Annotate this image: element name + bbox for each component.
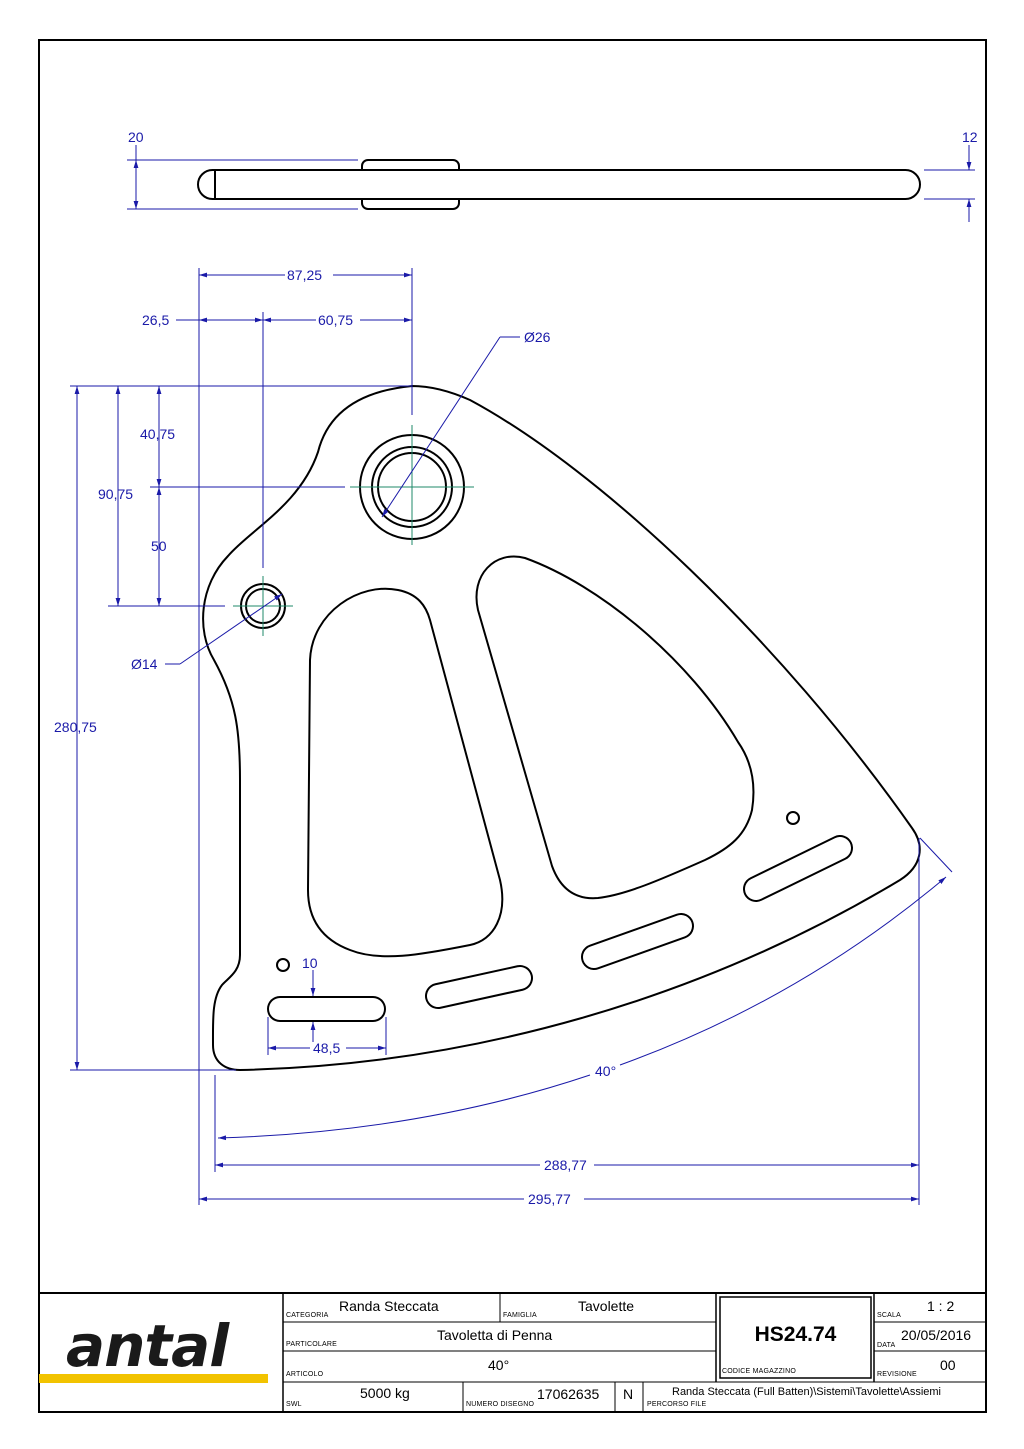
value-scala: 1 : 2 bbox=[927, 1298, 955, 1314]
slot-2 bbox=[425, 965, 533, 1009]
dim-90-75: 90,75 bbox=[98, 486, 133, 502]
label-particolare: PARTICOLARE bbox=[286, 1341, 337, 1348]
title-block-grid bbox=[39, 1292, 986, 1412]
logo-bar bbox=[39, 1374, 268, 1383]
value-swl: 5000 kg bbox=[360, 1385, 410, 1401]
value-numero-disegno: 17062635 bbox=[537, 1386, 600, 1402]
value-categoria: Randa Steccata bbox=[339, 1298, 439, 1314]
label-data: DATA bbox=[877, 1342, 896, 1349]
value-famiglia: Tavolette bbox=[578, 1298, 635, 1314]
pin-hole-right bbox=[786, 811, 800, 825]
plate-outline bbox=[202, 384, 921, 1072]
dim-slot-10: 10 bbox=[302, 955, 318, 971]
cutout-left bbox=[306, 587, 504, 958]
label-percorso: PERCORSO FILE bbox=[647, 1401, 707, 1408]
dim-50: 50 bbox=[151, 538, 167, 554]
sheet-border bbox=[38, 39, 987, 1413]
dim-280-75: 280,75 bbox=[54, 719, 97, 735]
dim-87-25: 87,25 bbox=[287, 267, 322, 283]
dim-295-77: 295,77 bbox=[528, 1191, 571, 1207]
cutout-right bbox=[475, 555, 755, 900]
value-percorso: Randa Steccata (Full Batten)\Sistemi\Tav… bbox=[672, 1386, 942, 1398]
dim-60-75: 60,75 bbox=[318, 312, 353, 328]
front-dimensions bbox=[70, 268, 953, 1205]
dim-thickness-total: 20 bbox=[128, 129, 144, 145]
value-particolare: Tavoletta di Penna bbox=[437, 1327, 553, 1343]
side-view-dimensions bbox=[127, 145, 975, 222]
value-revisione: 00 bbox=[940, 1357, 956, 1373]
dim-angle-40: 40° bbox=[595, 1063, 616, 1079]
slot-4 bbox=[743, 835, 853, 902]
label-scala: SCALA bbox=[877, 1312, 901, 1319]
label-revisione: REVISIONE bbox=[877, 1371, 917, 1378]
value-data: 20/05/2016 bbox=[901, 1327, 972, 1343]
dim-thickness-plate: 12 bbox=[962, 129, 978, 145]
label-articolo: ARTICOLO bbox=[286, 1371, 324, 1378]
dim-26-5: 26,5 bbox=[142, 312, 169, 328]
label-swl: SWL bbox=[286, 1401, 302, 1408]
label-famiglia: FAMIGLIA bbox=[503, 1312, 537, 1319]
value-codice: HS24.74 bbox=[754, 1323, 837, 1346]
dim-slot-48-5: 48,5 bbox=[313, 1040, 340, 1056]
dim-40-75: 40,75 bbox=[140, 426, 175, 442]
value-n-flag: N bbox=[623, 1386, 634, 1402]
pin-hole-left bbox=[276, 958, 290, 972]
dim-dia-14: Ø14 bbox=[131, 656, 158, 672]
slots bbox=[267, 835, 853, 1022]
value-articolo: 40° bbox=[488, 1357, 510, 1373]
label-categoria: CATEGORIA bbox=[286, 1312, 329, 1319]
side-view bbox=[197, 159, 921, 210]
dim-dia-26: Ø26 bbox=[524, 329, 551, 345]
dim-288-77: 288,77 bbox=[544, 1157, 587, 1173]
company-logo: antal bbox=[66, 1312, 229, 1380]
label-numero-disegno: NUMERO DISEGNO bbox=[466, 1401, 535, 1408]
slot-3 bbox=[581, 913, 694, 970]
centerlines bbox=[233, 425, 474, 636]
label-codice: CODICE MAGAZZINO bbox=[722, 1368, 796, 1375]
